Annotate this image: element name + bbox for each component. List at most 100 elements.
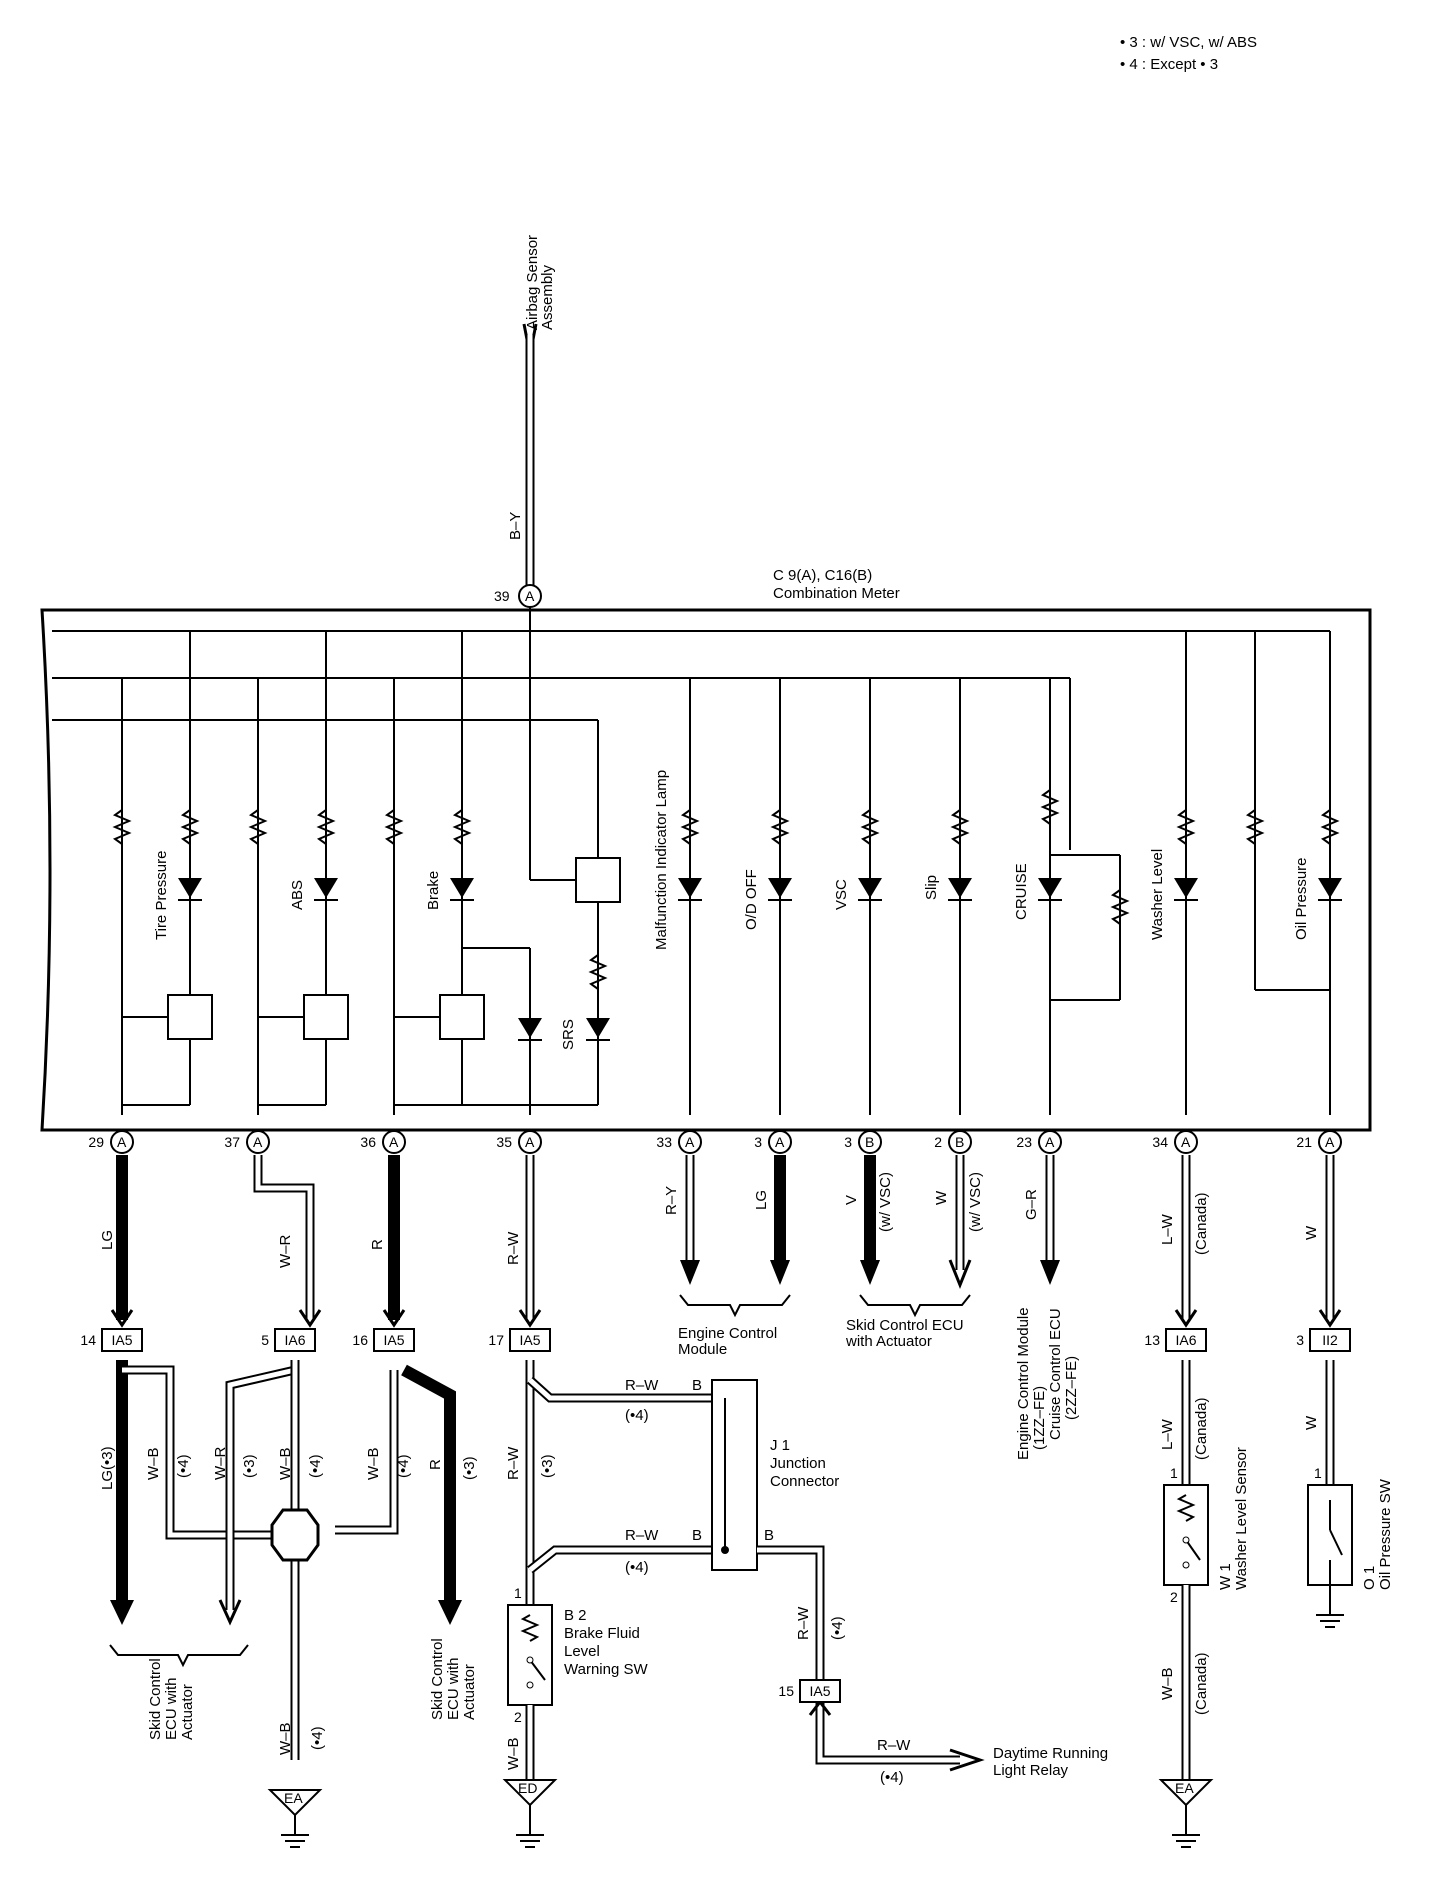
wire-b-j1-top: B xyxy=(692,1377,702,1394)
junction-pin-4: 13 xyxy=(1144,1332,1160,1348)
wire-rw: R–W xyxy=(505,1231,522,1265)
meter-pin-letter-9: A xyxy=(1181,1134,1191,1150)
junction-box-2 xyxy=(373,1328,415,1352)
junction-name-0: IA5 xyxy=(111,1332,132,1348)
j1-junction-connector xyxy=(711,1379,758,1571)
junction-name-2: IA5 xyxy=(383,1332,404,1348)
wire-lg3: LG(•3) xyxy=(99,1446,116,1490)
meter-pin-letter-0: A xyxy=(117,1134,127,1150)
j1-line1: Junction xyxy=(770,1455,826,1472)
meter-pin-number-1: 37 xyxy=(224,1134,240,1150)
wire-labels: LG W–R R R–W R–Y LG V (w/ VSC) W (w/ VSC… xyxy=(99,1172,1320,1786)
wire-wr: W–R xyxy=(277,1235,294,1269)
pin-top-number: 39 xyxy=(494,588,510,604)
meter-pin-letter-5: A xyxy=(775,1134,785,1150)
wire-wb-f: W–B xyxy=(1159,1667,1176,1700)
wire-wb-a: W–B xyxy=(145,1447,162,1480)
airbag-sensor-label-1: Airbag Sensor xyxy=(524,235,541,330)
w1-pin-bottom: 2 xyxy=(1170,1589,1178,1605)
legend-note-3: • 3 : w/ VSC, w/ ABS xyxy=(1120,34,1257,51)
junction-pin-6: 15 xyxy=(778,1683,794,1699)
meter-pin-5 xyxy=(768,1130,792,1154)
meter-pin-3 xyxy=(518,1130,542,1154)
wire-r-b: R xyxy=(427,1459,444,1470)
ecm-cruise-label-3: Cruise Control ECU xyxy=(1047,1308,1064,1440)
o1-name: Oil Pressure SW xyxy=(1377,1478,1394,1590)
junction-name-4: IA6 xyxy=(1175,1332,1196,1348)
junction-box-6 xyxy=(799,1679,841,1703)
wire-b-j1-out: B xyxy=(764,1527,774,1544)
junction-box-4 xyxy=(1165,1328,1207,1352)
wire-wb-e: W–B xyxy=(505,1737,522,1770)
indicator-washer-level: Washer Level xyxy=(1149,849,1166,940)
wire-v-note: (w/ VSC) xyxy=(877,1172,894,1232)
indicator-vsc: VSC xyxy=(833,879,850,910)
indicator-od-off: O/D OFF xyxy=(743,869,760,930)
w1-pin-top: 1 xyxy=(1170,1465,1178,1481)
junction-box-5 xyxy=(1309,1328,1351,1352)
lower-wiring xyxy=(109,1155,1353,1780)
airbag-sensor-label-2: Assembly xyxy=(539,264,556,330)
wire-n4-b: (•4) xyxy=(307,1454,324,1478)
wire-wb-c: W–B xyxy=(365,1447,382,1480)
wire-rw-drl-h: R–W xyxy=(877,1737,911,1754)
o1-pin-top: 1 xyxy=(1314,1465,1322,1481)
meter-pin-number-10: 21 xyxy=(1296,1134,1312,1150)
wire-w-note: (w/ VSC) xyxy=(967,1172,984,1232)
junction-box-0 xyxy=(101,1328,143,1352)
wire-rw-b: R–W xyxy=(505,1446,522,1480)
wire-n3-a: (•3) xyxy=(241,1454,258,1478)
j1-line2: Connector xyxy=(770,1473,839,1490)
indicator-abs: ABS xyxy=(289,880,306,910)
wire-canada-c: (Canada) xyxy=(1193,1652,1210,1715)
junction-box-3 xyxy=(509,1328,551,1352)
meter-pin-8 xyxy=(1038,1130,1062,1154)
indicator-mil: Malfunction Indicator Lamp xyxy=(653,770,670,950)
skid-mid-label-2: ECU with xyxy=(445,1657,462,1720)
b2-brake-fluid-switch xyxy=(507,1604,553,1706)
meter-pin-number-0: 29 xyxy=(88,1134,104,1150)
wire-lg-2: LG xyxy=(753,1190,770,1210)
junction-box-1 xyxy=(274,1328,316,1352)
j1-id: J 1 xyxy=(770,1437,790,1454)
drl-label-2: Light Relay xyxy=(993,1762,1069,1779)
meter-pin-number-7: 2 xyxy=(934,1134,942,1150)
meter-pin-number-5: 3 xyxy=(754,1134,762,1150)
skid-left-label-3: Actuator xyxy=(179,1684,196,1740)
meter-pin-letter-8: A xyxy=(1045,1134,1055,1150)
wire-canada-b: (Canada) xyxy=(1193,1397,1210,1460)
ecm-label-1: Engine Control xyxy=(678,1325,777,1342)
meter-pin-number-8: 23 xyxy=(1016,1134,1032,1150)
indicator-srs: SRS xyxy=(560,1019,577,1050)
b2-line1: Brake Fluid xyxy=(564,1625,640,1642)
meter-pin-4 xyxy=(678,1130,702,1154)
wire-w-oil: W xyxy=(1303,1225,1320,1240)
junction-name-6: IA5 xyxy=(809,1683,830,1699)
indicator-oil-pressure: Oil Pressure xyxy=(1293,857,1310,940)
wire-n3-c: (•3) xyxy=(539,1454,556,1478)
meter-pin-letter-1: A xyxy=(253,1134,263,1150)
wire-wr-b: W–R xyxy=(212,1447,229,1481)
ecm-label-2: Module xyxy=(678,1341,727,1358)
ecm-cruise-label-4: (2ZZ–FE) xyxy=(1063,1356,1080,1420)
wire-lw-note: (Canada) xyxy=(1193,1192,1210,1255)
meter-pin-6 xyxy=(858,1130,882,1154)
junction-pin-2: 16 xyxy=(352,1332,368,1348)
meter-pin-letter-4: A xyxy=(685,1134,695,1150)
skid-left-label-1: Skid Control xyxy=(147,1658,164,1740)
b2-line2: Level xyxy=(564,1643,600,1660)
w1-id: W 1 xyxy=(1217,1563,1234,1590)
skid-left-label-2: ECU with xyxy=(163,1677,180,1740)
meter-pin-number-9: 34 xyxy=(1152,1134,1168,1150)
w1-name: Washer Level Sensor xyxy=(1233,1447,1250,1590)
skid-mid-label-1: Skid Control xyxy=(429,1638,446,1720)
wire-lw-b: L–W xyxy=(1159,1418,1176,1450)
meter-pin-number-2: 36 xyxy=(360,1134,376,1150)
legend-note-4: • 4 : Except • 3 xyxy=(1120,56,1218,73)
meter-pin-letter-7: B xyxy=(955,1134,964,1150)
meter-pin-9 xyxy=(1174,1130,1198,1154)
meter-name: Combination Meter xyxy=(773,585,900,602)
airbag-feed: Airbag Sensor Assembly B–Y xyxy=(507,235,556,585)
